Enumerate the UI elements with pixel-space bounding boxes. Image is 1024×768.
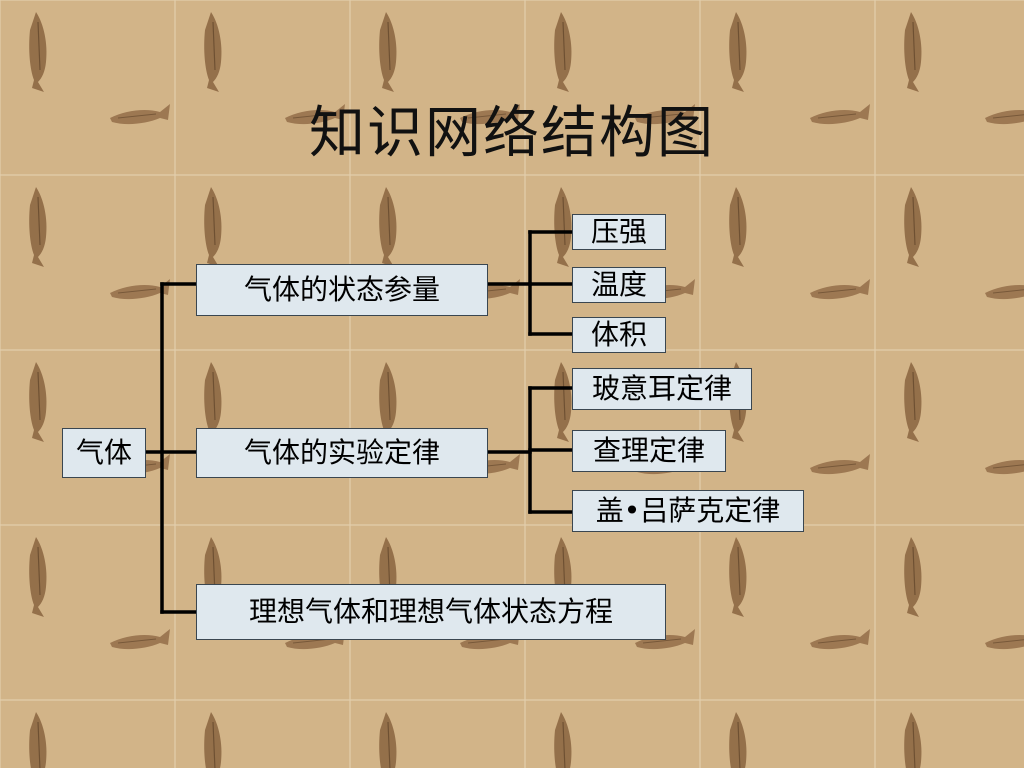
node-temperature: 温度 (572, 267, 666, 303)
node-root: 气体 (62, 428, 146, 478)
node-experimental-laws: 气体的实验定律 (196, 428, 488, 478)
node-state-parameters: 气体的状态参量 (196, 264, 488, 316)
node-ideal-gas: 理想气体和理想气体状态方程 (196, 584, 666, 640)
node-gay-lussac-law: 盖•吕萨克定律 (572, 490, 804, 532)
node-boyle-law: 玻意耳定律 (572, 368, 752, 410)
node-charles-law: 查理定律 (572, 430, 726, 472)
node-volume: 体积 (572, 317, 666, 353)
node-pressure: 压强 (572, 214, 666, 250)
page-title: 知识网络结构图 (309, 101, 715, 166)
